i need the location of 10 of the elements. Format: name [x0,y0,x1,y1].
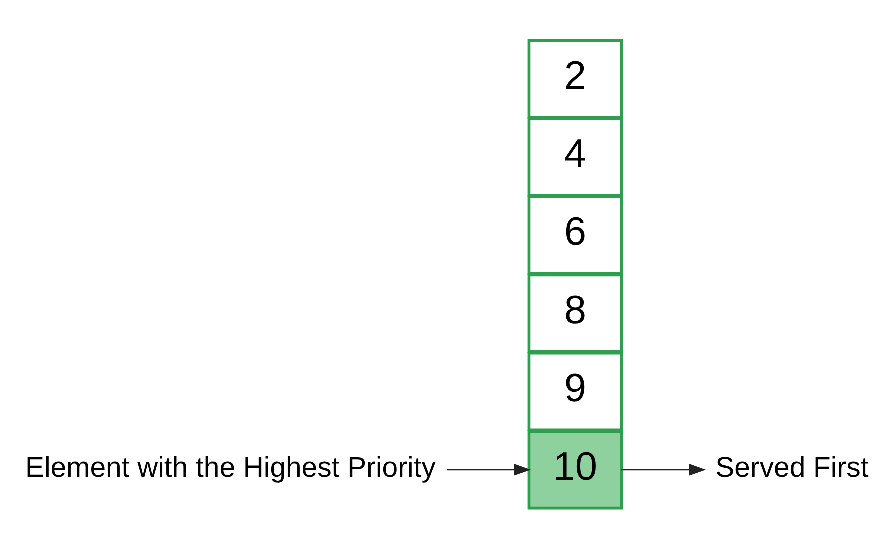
node-box: 6 [527,196,623,276]
node-text: Element with the Highest Priority [25,452,436,484]
arrow [446,464,531,476]
node-box: 8 [527,274,623,354]
node-box: 2 [527,39,623,119]
arrow [621,464,706,476]
node-box: 4 [527,117,623,198]
node-box: 9 [527,352,623,432]
node-box: 10 [527,430,623,510]
node-text: Served First [715,452,868,484]
